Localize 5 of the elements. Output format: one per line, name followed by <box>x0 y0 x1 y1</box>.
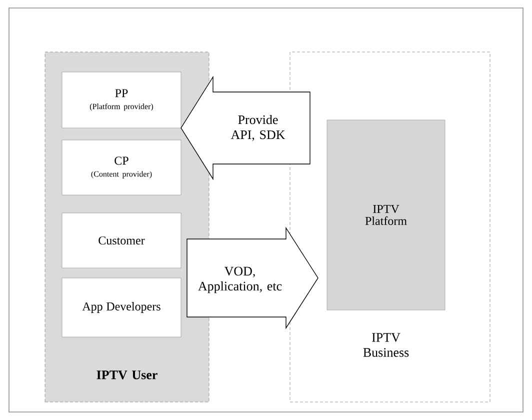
role-box: CP (Content provider) <box>62 140 182 196</box>
role-box: App Developers <box>62 278 182 338</box>
role-box: PP (Platform provider) <box>62 72 182 128</box>
platform-box: IPTV Platform <box>326 120 446 310</box>
role-box: Customer <box>62 212 182 268</box>
